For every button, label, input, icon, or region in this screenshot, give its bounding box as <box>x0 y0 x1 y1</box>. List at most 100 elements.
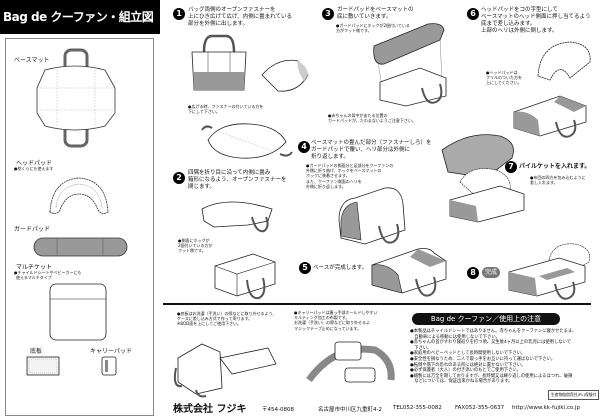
step-2-line-1: 四隅を折り目に沿って内側に畳み <box>188 170 271 176</box>
head-pad-note: ●枕くらにも使えます <box>14 166 54 171</box>
step-2-line-2: 箱形になるよう、オープンファスナーを <box>188 177 287 183</box>
step-5-text: ベースが完成します。 <box>313 265 368 271</box>
step-4-line-3: 折り返します。 <box>311 154 349 160</box>
step-3-note2-line-1: ●赤ちゃんの背中があたる位置の <box>328 113 388 118</box>
bottom-board-insert-illustration <box>173 343 277 398</box>
multi-cut-note-1: ●チャイルドシートやベビーカーにも <box>14 270 82 275</box>
step-3-note-line-2: 方がフット側です。 <box>336 28 372 34</box>
step-1-note: ●広げる時、ファスナーの付いている方を 下にして下さい。 <box>188 104 263 114</box>
step-8-number: 8 <box>467 267 479 279</box>
complete-badge: 完成 <box>482 267 500 278</box>
step-4-note-line-3: ホックに装着させます。 <box>306 173 350 179</box>
step-2-text: 四隅を折り目に沿って内側に畳み 箱形になるよう、オープンファスナーを 閉じます。 <box>188 170 287 191</box>
step-3-note-line-1: ●ガードパッドにホックが2個付いている <box>336 23 410 28</box>
part-label-carry-pad: キャリーパッド <box>90 348 132 355</box>
parts-panel <box>5 38 154 416</box>
postal-code: 〒454-0808 <box>262 407 294 413</box>
step-4-note-line-2: 外側に折り曲げ、ホックをベースマットの <box>306 168 382 174</box>
step-2-folding-illustration <box>201 201 273 233</box>
part-label-multi-cut: マルチケット <box>16 264 53 271</box>
part-label-base-mat: ベースマット <box>14 57 50 64</box>
step-7-note: ●布団の四方を包み込むように 差し入れます。 <box>530 175 586 185</box>
fax: FAX052-355-0637 <box>455 405 505 411</box>
step-4-note-line-1: ●ガードパッドの側面分と足部分をクーファンの <box>306 163 394 168</box>
board-note-line-2: ケースに差し込み方式で作って寄ります。 <box>177 316 253 322</box>
base-mat-illustration <box>36 48 116 148</box>
board-note-line-3: ※BOD面を上にしてご使用下さい。 <box>177 321 242 327</box>
step-5-base-illustration <box>371 248 447 297</box>
section-divider <box>163 303 591 305</box>
caution-item: 下さい。 <box>410 345 432 351</box>
step-2-note-line-1: ●側面にホックが <box>178 238 210 243</box>
step-1-note-line-2: 下にして下さい。 <box>188 109 220 115</box>
step-4-illustration <box>338 187 406 245</box>
bottom-board-note: ●底板はお洗濯（手洗い）の際などに取り外せるよう、 ケースに差し込み方式で作って… <box>177 311 277 327</box>
step-3-number: 3 <box>322 8 334 20</box>
step-4-line-2: ガードパッドで覆い、ヘリ部分は外側に <box>311 147 411 153</box>
step-7-illustration <box>441 134 525 223</box>
step-1-line-2: 上にひき広げて広げ、内側に畳まれている <box>188 14 292 20</box>
caution-item: ●安全性を損なうため、二人で取っ手をお互いに持って運ばないで下さい。 <box>410 356 556 362</box>
website-link[interactable]: http://www.kk-fujiki.co.jp <box>512 405 580 411</box>
caution-item: ●縫製には万全を期しておりますが、長時間又は繰り返しの使用によるほつれ、破損 <box>410 373 573 379</box>
step-4-note-line-5: 外側に折り返します。 <box>306 183 346 189</box>
step-6-note: ●ヘッドパッドは フリルのついた方を 上にしてください。 <box>486 70 522 86</box>
step-1-note-line-1: ●広げる時、ファスナーの付いている方を <box>188 104 264 109</box>
caution-item: ●家庭用のベビーベッドとして長時間使用しないで下さい。 <box>410 351 526 357</box>
step-1-unfolding-illustration <box>261 59 309 92</box>
step-2-note-line-2: 2個付いている方が <box>178 243 213 249</box>
step-2-number: 2 <box>173 172 185 184</box>
step-8-complete-illustration <box>508 243 590 300</box>
step-5-number: 5 <box>299 262 311 274</box>
step-1-line-3: 部分を外側に出します。 <box>188 21 248 27</box>
caution-item: ●必ず保護者（大人）の付き添いのもとでご使用下さい。 <box>410 368 521 374</box>
step-7-number: 7 <box>505 161 517 173</box>
step-3-line-1: ガードパッドをベースマットの <box>337 7 414 13</box>
part-label-head-pad: ヘッドパッド <box>16 160 53 167</box>
pl-insurance-badge: 生産物賠償責任(PL)保険付 <box>548 390 600 400</box>
carry-note-line-3: お洗濯（手洗い）の際などに取り外せるよ <box>294 320 370 326</box>
carry-pad-handle-illustration <box>306 341 395 383</box>
guard-pad-illustration <box>33 237 128 257</box>
carry-pad-note: ●キャリーパッドは握っ手部ホールドしやすい キルティング加工の布製です。 お洗濯… <box>294 310 377 331</box>
bottom-board-illustration <box>26 356 60 376</box>
step-3-line-2: 底に敷いていきます。 <box>337 14 392 20</box>
step-3-note2-line-2: ガードパッドが、たわまないようご注意下さい。 <box>328 118 416 124</box>
caution-item: ●赤ちゃんの首がすわり寝返りを打つ頃、又生後4ヶ月以上の乳児には使用しないで <box>410 340 572 346</box>
carry-note-line-1: ●キャリーパッドは握っ手部ホールドしやすい <box>294 310 378 315</box>
step-1-line-1: バッグ両側のオープンファスナーを <box>188 7 276 13</box>
step-3-note: ●ガードパッドにホックが2個付いている 方がフット側です。 <box>336 23 410 33</box>
step-1-number: 1 <box>173 8 185 20</box>
step-3-text: ガードパッドをベースマットの 底に敷いていきます。 <box>337 7 414 21</box>
step-6-note-line-2: フリルのついた方を <box>486 75 522 81</box>
multi-cut-illustration <box>49 283 107 341</box>
step-2-note: ●側面にホックが 2個付いている方が フット側です。 <box>178 238 212 254</box>
carry-pad-illustration <box>101 356 117 376</box>
step-4-number: 4 <box>298 141 310 153</box>
step-7-text: パイルケットを入れます。 <box>519 163 591 171</box>
page-title: Bag de クーファン・組立図 <box>0 0 160 34</box>
step-6-text: ヘッドパッドをコの字型にして ベースマットのヘッド側面に押し当てるよう 底まで差… <box>481 7 591 35</box>
caution-item: ●本製品はチャイルドシートではありません。赤ちゃんをクーファンに寝かせたまま、 <box>410 329 577 334</box>
step-2-line-3: 閉じます。 <box>188 184 215 190</box>
step-3-note-2: ●赤ちゃんの背中があたる位置の ガードパッドが、たわまないようご注意下さい。 <box>328 113 416 123</box>
company-name: 株式会社 フジキ <box>173 404 247 415</box>
step-6-note-line-3: 上にしてください。 <box>486 80 522 86</box>
step-6-number: 6 <box>467 8 479 20</box>
step-2-box-illustration <box>214 253 276 300</box>
multi-cut-note-2: 使えるマルチタイプ <box>16 275 52 280</box>
part-label-bottom-board: 底板 <box>30 348 43 355</box>
step-7-note-line-2: 差し入れます。 <box>530 180 558 186</box>
caution-list: ●本製品はチャイルドシートではありません。赤ちゃんをクーファンに寝かせたまま、 … <box>410 329 595 385</box>
step-6-illustration <box>513 41 591 138</box>
step-6-line-2: ベースマットのヘッド側面に押し当てるよう <box>481 14 591 20</box>
step-6-line-1: ヘッドパッドをコの字型にして <box>481 7 558 13</box>
part-label-guard-pad: ガードパッド <box>14 226 51 233</box>
step-6-line-3: 底まで差し込みます。 <box>481 21 536 27</box>
carry-note-line-2: キルティング加工の布製です。 <box>294 315 350 321</box>
caution-item: などについては、保証出来かねる場合があります。 <box>410 379 513 385</box>
tel: TEL052-355-0082 <box>393 405 442 411</box>
board-note-line-1: ●底板はお洗濯（手洗い）の際などに取り外せるよう、 <box>177 311 277 316</box>
step-4-text: ベースマットの畳んだ部分（ファスナーしろ）を ガードパッドで覆い、ヘリ部分は外側… <box>311 140 432 161</box>
head-pad-illustration <box>49 177 109 214</box>
